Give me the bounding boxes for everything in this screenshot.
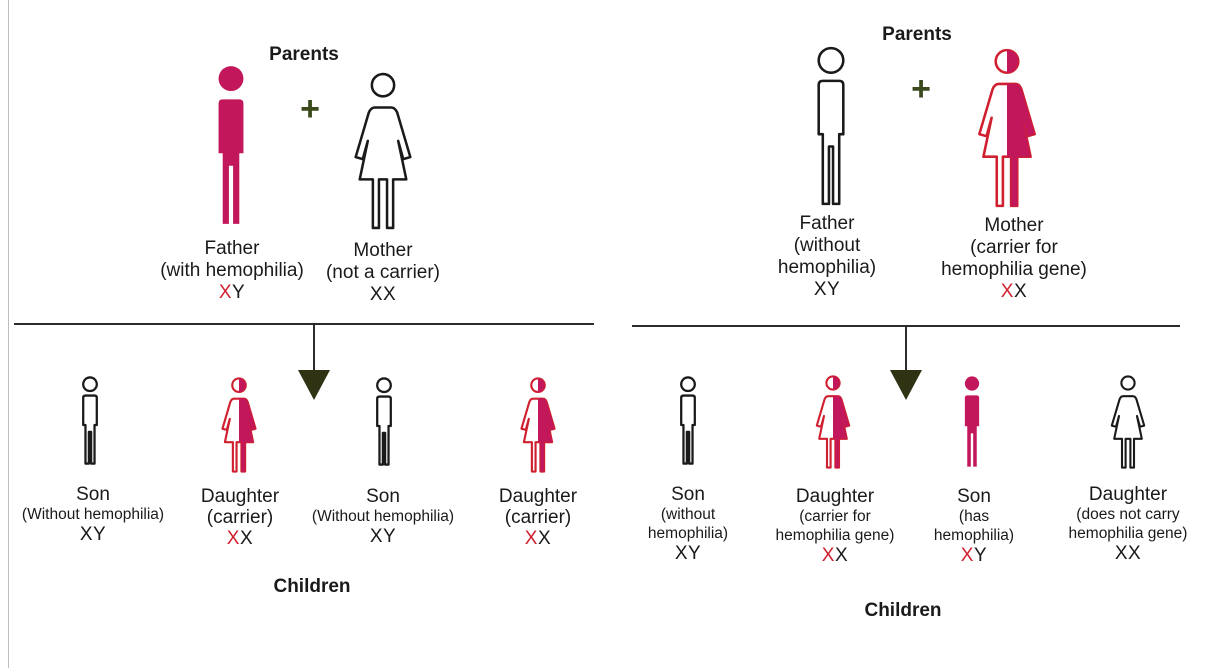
arrow-down-icon <box>298 370 330 400</box>
daughter-carrier-icon <box>815 375 851 469</box>
daughter-carrier-icon <box>520 377 556 473</box>
plus-sign: + <box>300 90 320 128</box>
left-panel: Parents + Father (with hemophilia) XY Mo… <box>0 0 600 668</box>
son-affected-icon <box>964 376 980 467</box>
father-affected-icon <box>218 66 244 224</box>
child-label: Daughter (does not carry hemophilia gene… <box>1068 484 1188 564</box>
arrow-down-icon <box>890 370 922 400</box>
page-left-border <box>8 0 9 668</box>
child-label: Son (has hemophilia) XY <box>933 486 1015 566</box>
child-label: Daughter (carrier for hemophilia gene) X… <box>775 486 895 566</box>
father-label: Father (without hemophilia) XY <box>777 213 877 300</box>
arrow-stem <box>313 324 315 372</box>
mother-carrier-icon <box>978 48 1036 208</box>
child-label: Daughter (carrier) XX <box>200 486 280 549</box>
mother-label: Mother (carrier for hemophilia gene) XX <box>941 215 1087 302</box>
daughter-carrier-icon <box>221 377 257 473</box>
son-unaffected-icon <box>680 376 696 465</box>
son-unaffected-icon <box>376 377 392 466</box>
plus-sign: + <box>911 70 931 108</box>
son-unaffected-icon <box>82 376 98 465</box>
children-heading: Children <box>864 600 942 621</box>
child-label: Son (Without hemophilia) XY <box>21 484 165 545</box>
divider-line <box>14 323 594 325</box>
child-label: Daughter (carrier) XX <box>498 486 578 549</box>
children-heading: Children <box>273 576 351 597</box>
child-label: Son (Without hemophilia) XY <box>311 486 455 547</box>
daughter-unaffected-icon <box>1110 375 1146 469</box>
mother-label: Mother (not a carrier) XX <box>325 240 441 305</box>
right-panel: Parents + Father (without hemophilia) XY… <box>600 0 1205 668</box>
father-label: Father (with hemophilia) XY <box>160 238 304 303</box>
parents-heading: Parents <box>882 24 952 45</box>
child-label: Son (without hemophilia) XY <box>647 484 729 564</box>
father-unaffected-icon <box>817 46 845 206</box>
arrow-stem <box>905 326 907 372</box>
parents-heading: Parents <box>269 44 339 65</box>
mother-unaffected-icon <box>354 72 412 230</box>
